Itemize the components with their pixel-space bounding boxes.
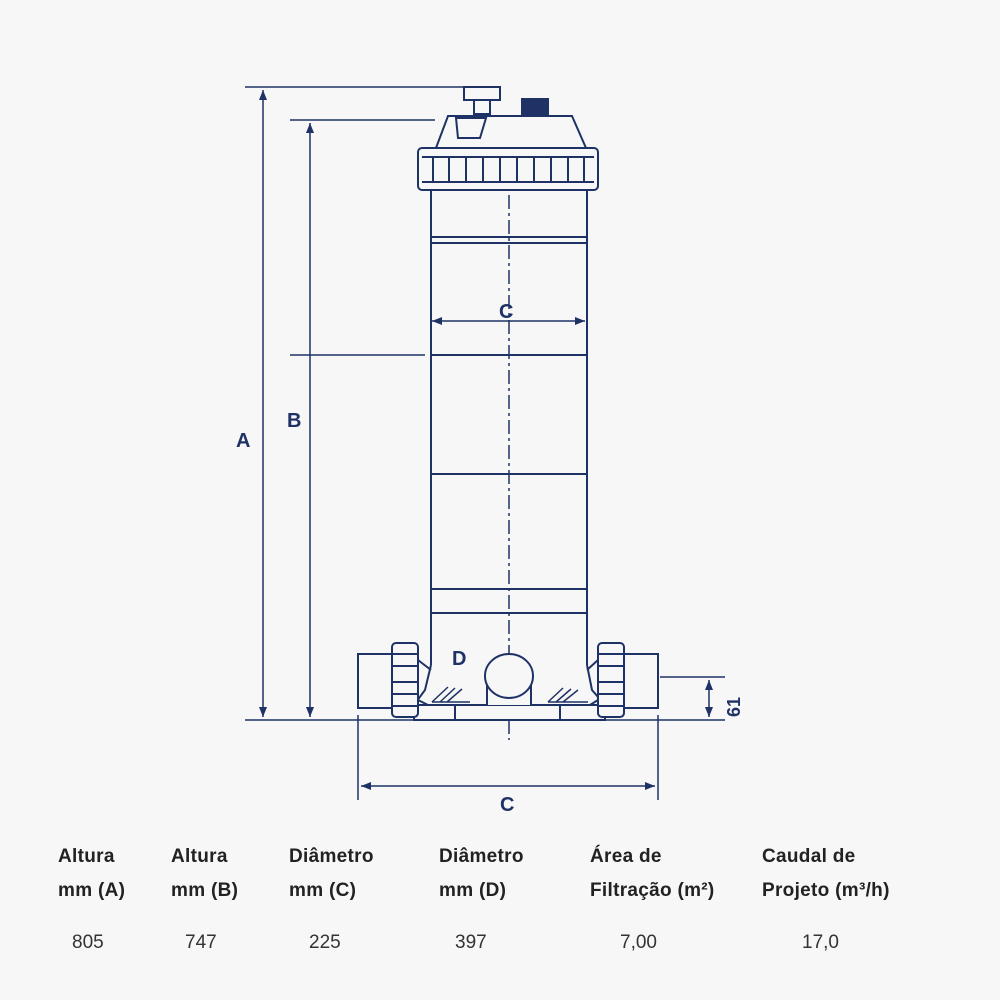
spec-header-line2: mm (A)	[58, 880, 126, 901]
spec-header-line1: Diâmetro	[439, 846, 524, 867]
top-button	[521, 98, 549, 116]
spec-col-caudal-projeto: Caudal de Projeto (m³/h) 17,0	[762, 840, 890, 953]
right-union	[586, 642, 659, 718]
base-ribs	[431, 686, 588, 703]
spec-col-diametro-c: Diâmetro mm (C) 225	[289, 840, 374, 953]
label-d: D	[452, 648, 466, 670]
spec-value: 747	[185, 932, 217, 953]
spec-header-line2: Filtração (m²)	[590, 880, 715, 901]
filter-diagram: A B C C D 61	[236, 86, 744, 816]
lid-ring-grooves	[432, 157, 585, 182]
spec-header-line2: mm (C)	[289, 880, 357, 901]
spec-header-line1: Caudal de	[762, 846, 856, 867]
lid-ring	[417, 147, 599, 191]
label-c-inner: C	[499, 301, 513, 323]
spec-value: 225	[309, 932, 341, 953]
spec-value: 805	[72, 932, 104, 953]
label-61: 61	[724, 697, 744, 717]
spec-header-line2: Projeto (m³/h)	[762, 880, 890, 901]
spec-col-altura-a: Altura mm (A) 805	[58, 840, 126, 953]
spec-col-diametro-d: Diâmetro mm (D) 397	[439, 840, 524, 953]
label-c-outer: C	[500, 794, 514, 816]
top-knob	[463, 86, 501, 101]
spec-value: 397	[455, 932, 487, 953]
label-b: B	[287, 410, 301, 432]
spec-col-area-filtracao: Área de Filtração (m²) 7,00	[590, 840, 715, 953]
label-a: A	[236, 430, 250, 452]
spec-header-line1: Altura	[171, 846, 228, 867]
spec-col-altura-b: Altura mm (B) 747	[171, 840, 239, 953]
spec-header-line2: mm (D)	[439, 880, 507, 901]
spec-value: 17,0	[802, 932, 839, 953]
body-bands	[431, 236, 587, 614]
spec-header-line1: Diâmetro	[289, 846, 374, 867]
lid-handle	[454, 117, 488, 139]
spec-header-line2: mm (B)	[171, 880, 239, 901]
top-knob-stem	[473, 99, 491, 115]
left-union	[357, 642, 432, 718]
spec-header-line1: Área de	[590, 846, 662, 867]
spec-value: 7,00	[620, 932, 657, 953]
spec-header-line1: Altura	[58, 846, 115, 867]
